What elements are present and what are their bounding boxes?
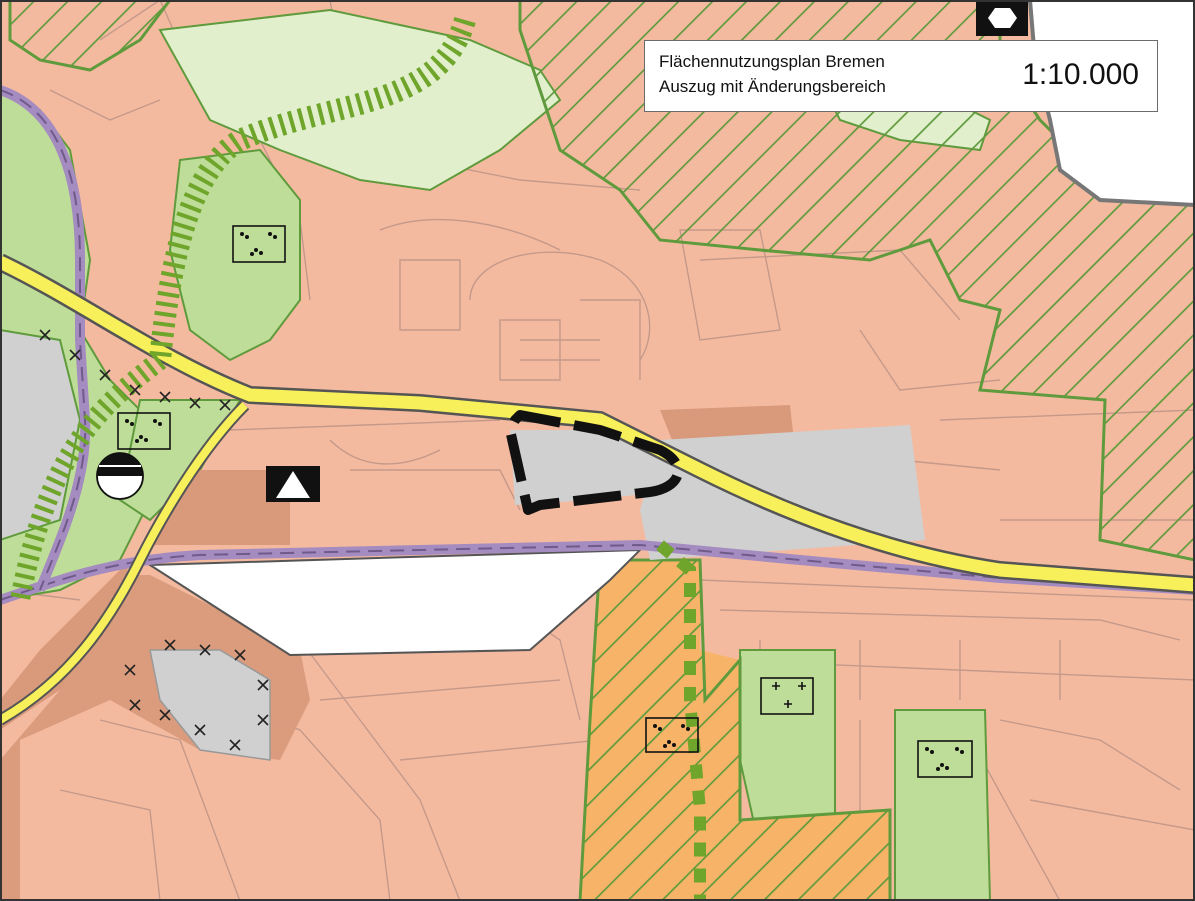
half-circle-symbol-icon[interactable]	[96, 452, 144, 500]
allotment-garden-icon[interactable]	[232, 225, 286, 263]
white-area-south	[146, 548, 643, 657]
map-title-line-1: Flächennutzungsplan Bremen	[659, 52, 885, 71]
traffic-area-depot	[149, 649, 271, 761]
green-corridor-markers	[10, 16, 706, 901]
allotment-garden-icon[interactable]	[917, 740, 973, 778]
cemetery-icon[interactable]	[760, 677, 814, 715]
green-space-south-2	[894, 709, 992, 901]
map-title-box: Flächennutzungsplan Bremen Auszug mit Än…	[644, 40, 1158, 112]
traffic-area-west	[0, 328, 82, 542]
hexagon-symbol-icon[interactable]	[976, 0, 1028, 36]
change-area-outline[interactable]	[505, 410, 684, 515]
map-scale-label: 1:10.000	[1022, 58, 1139, 91]
allotment-garden-icon[interactable]	[117, 412, 171, 450]
allotment-garden-icon[interactable]	[645, 717, 699, 753]
green-hatch-south	[578, 558, 892, 901]
map-title-line-2: Auszug mit Änderungsbereich	[659, 77, 886, 96]
boundary-cross-marks	[39, 329, 269, 751]
green-hatch-north-west	[8, 0, 172, 72]
triangle-symbol-icon[interactable]	[266, 466, 320, 502]
